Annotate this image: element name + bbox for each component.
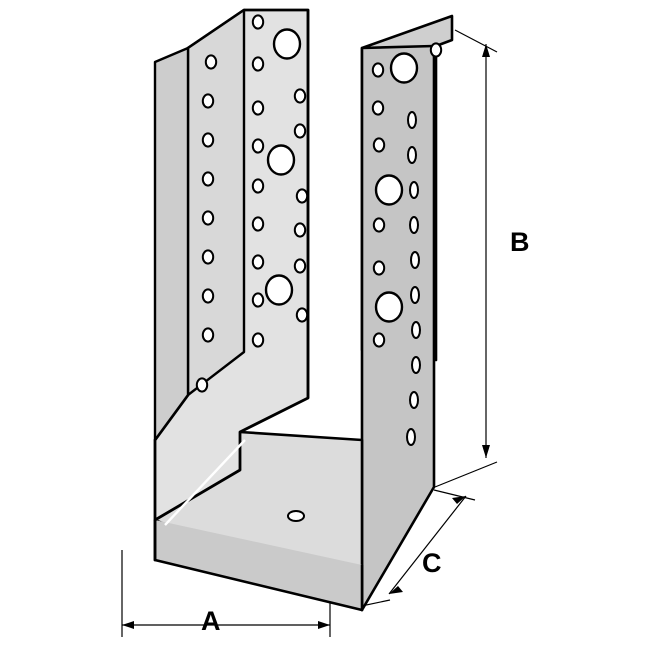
dim-a-arrow-right [318,621,330,629]
dim-b-arrow-bottom [482,445,490,458]
dim-c-ext-upper [433,489,476,501]
seat-hole [287,510,305,522]
seat-highlight [164,439,246,526]
dim-b-arrow-top [482,44,490,57]
dimension-label-a: A [201,606,221,636]
dimension-label-c: C [422,548,442,578]
dim-c-arrow-upper [452,496,466,504]
left-lower-return [153,46,190,442]
dim-a-arrow-left [122,621,134,629]
dim-b-ext-top [454,29,498,53]
dim-b-ext-bottom [434,461,498,488]
right-side-panel [360,44,436,612]
left-outer-flange [186,8,246,397]
dimension-label-b: B [510,227,530,257]
hanger-body [153,8,454,612]
dim-c-line [388,495,467,595]
dim-c-arrow-lower [389,586,403,594]
